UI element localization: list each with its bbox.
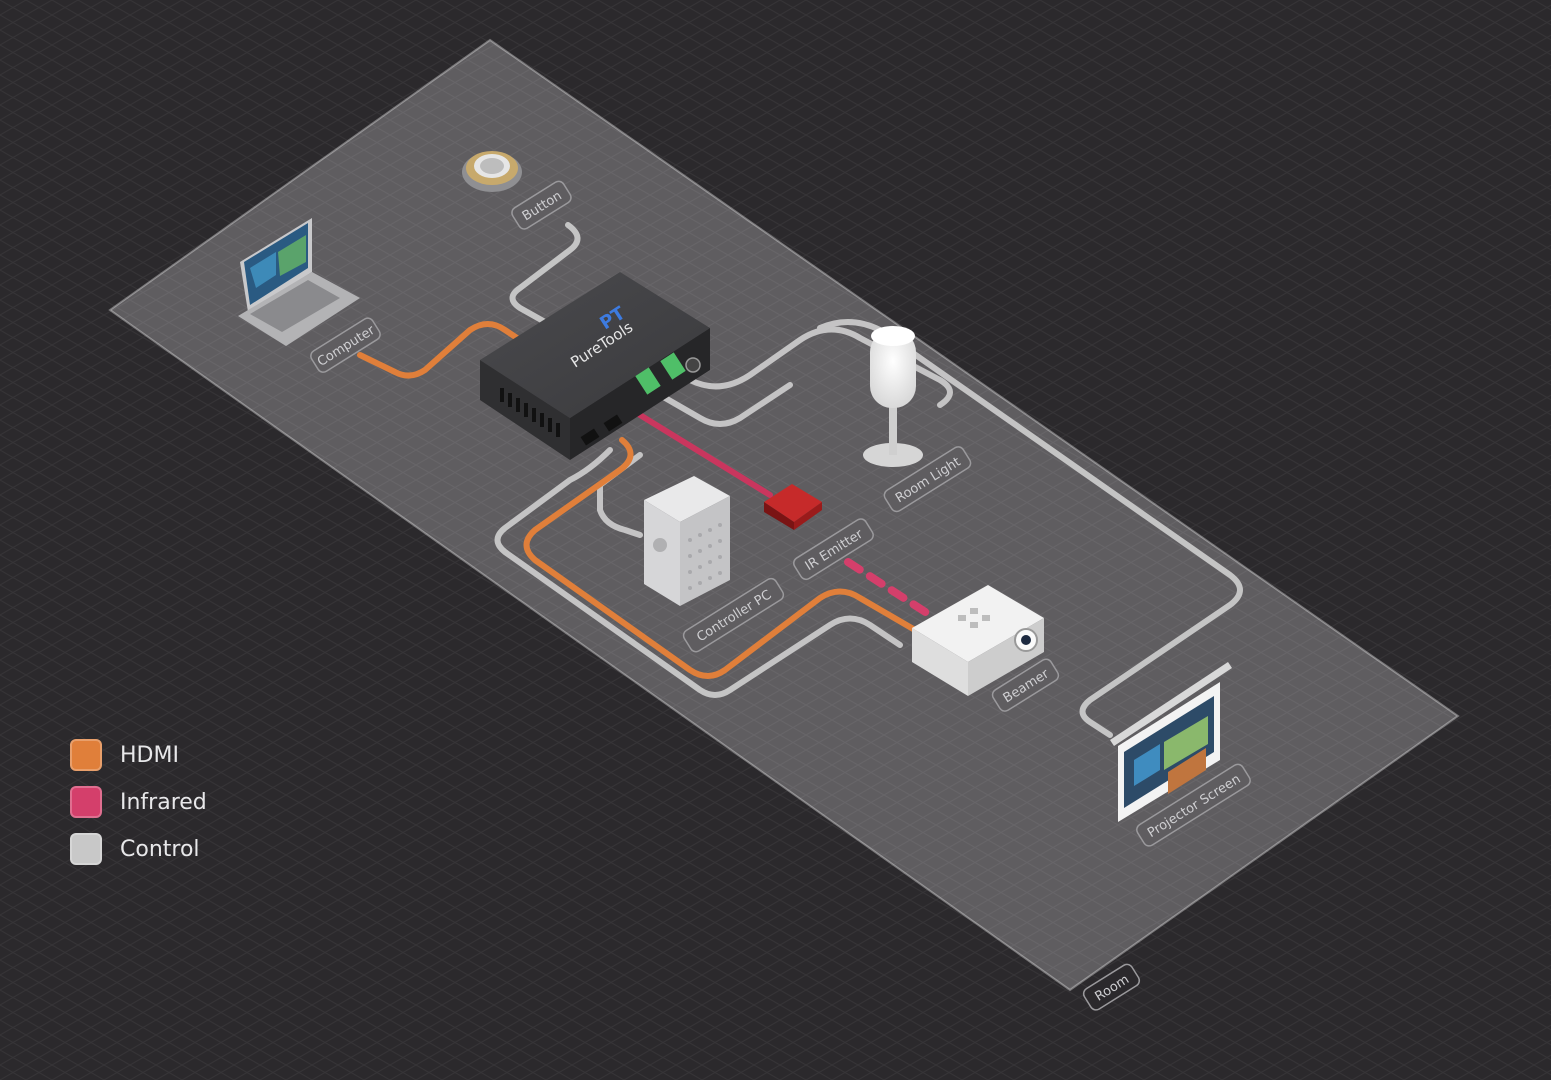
legend: HDMI Infrared Control [70,738,207,879]
controller-pc-device[interactable] [644,476,730,606]
legend-item-hdmi: HDMI [70,738,207,772]
legend-label-infrared: Infrared [120,790,207,815]
legend-item-infrared: Infrared [70,785,207,819]
legend-item-control: Control [70,832,207,866]
legend-swatch-control [70,833,102,865]
legend-label-hdmi: HDMI [120,743,179,768]
legend-label-control: Control [120,837,200,862]
legend-swatch-hdmi [70,739,102,771]
legend-swatch-infrared [70,786,102,818]
